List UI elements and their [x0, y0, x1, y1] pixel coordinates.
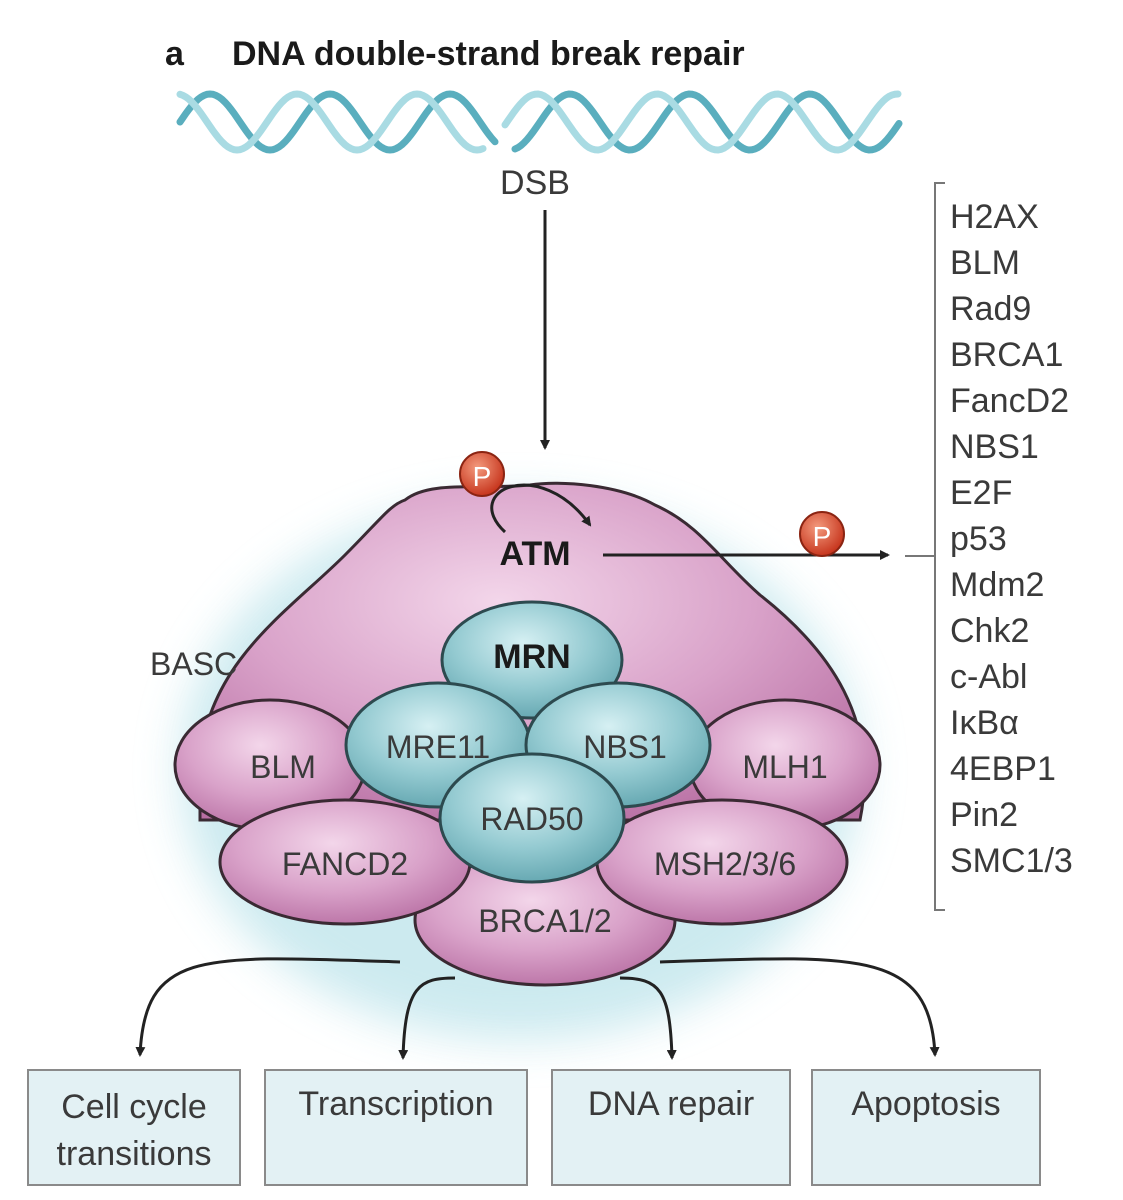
substrate-item: Chk2: [950, 612, 1029, 650]
phospho-substrate: [799, 511, 845, 557]
nbs1-label: NBS1: [583, 729, 667, 765]
substrate-item: Pin2: [950, 796, 1018, 834]
phospho-atm: [459, 451, 505, 497]
substrate-item: c-Abl: [950, 658, 1027, 696]
phospho-atm-label: P: [473, 461, 492, 492]
dna-strand-left-b: [176, 90, 487, 154]
mrn-label: MRN: [493, 638, 570, 676]
arrow-transcription: [398, 976, 456, 1060]
outcome-apoptosis-label: Apoptosis: [851, 1085, 1000, 1123]
arrow-dna-repair: [619, 976, 677, 1060]
outcome-cell-cycle: Cell cycle transitions: [27, 1069, 241, 1186]
outcome-cell-cycle-line1: Cell cycle: [61, 1088, 206, 1126]
substrate-item: p53: [950, 520, 1007, 558]
diagram-title: DNA double-strand break repair: [232, 35, 745, 73]
substrate-bracket: [934, 182, 945, 911]
mlh1-label: MLH1: [742, 749, 827, 785]
msh236-label: MSH2/3/6: [654, 846, 796, 882]
substrate-item: NBS1: [950, 428, 1039, 466]
dna-strand-left-a: [176, 90, 499, 154]
blm-label: BLM: [250, 749, 316, 785]
substrate-item: Rad9: [950, 290, 1031, 328]
atm-autophosphorylation-arrow: [490, 483, 592, 534]
atm-label: ATM: [499, 535, 570, 573]
basc-label: BASC: [150, 646, 237, 682]
dsb-label: DSB: [500, 164, 570, 202]
substrate-item: Mdm2: [950, 566, 1044, 604]
dna-strand-right-b: [501, 90, 902, 154]
rad50-lobe: [438, 752, 626, 884]
outcome-dna-repair: DNA repair: [551, 1069, 791, 1186]
substrate-item: BLM: [950, 244, 1020, 282]
substrate-item: 4EBP1: [950, 750, 1056, 788]
panel-letter: a: [165, 35, 185, 73]
substrate-item: FancD2: [950, 382, 1069, 420]
outcome-cell-cycle-line2: transitions: [57, 1135, 212, 1173]
mre11-label: MRE11: [386, 729, 490, 765]
outcome-transcription-label: Transcription: [298, 1085, 493, 1123]
substrate-item: SMC1/3: [950, 842, 1073, 880]
substrate-item: BRCA1: [950, 336, 1063, 374]
outcome-apoptosis: Apoptosis: [811, 1069, 1041, 1186]
arrow-cell-cycle: [135, 957, 401, 1057]
outcome-dna-repair-label: DNA repair: [588, 1085, 754, 1123]
phospho-substrate-label: P: [813, 521, 832, 552]
substrate-item: IκBα: [950, 704, 1019, 742]
brca12-label: BRCA1/2: [478, 903, 611, 939]
dna-helix: [176, 90, 903, 154]
substrate-item: H2AX: [950, 198, 1039, 236]
dna-strand-right-a: [511, 90, 903, 154]
outcome-transcription: Transcription: [264, 1069, 528, 1186]
substrate-item: E2F: [950, 474, 1012, 512]
rad50-label: RAD50: [480, 801, 583, 837]
arrow-apoptosis: [659, 957, 940, 1057]
fancd2-label: FANCD2: [282, 846, 408, 882]
